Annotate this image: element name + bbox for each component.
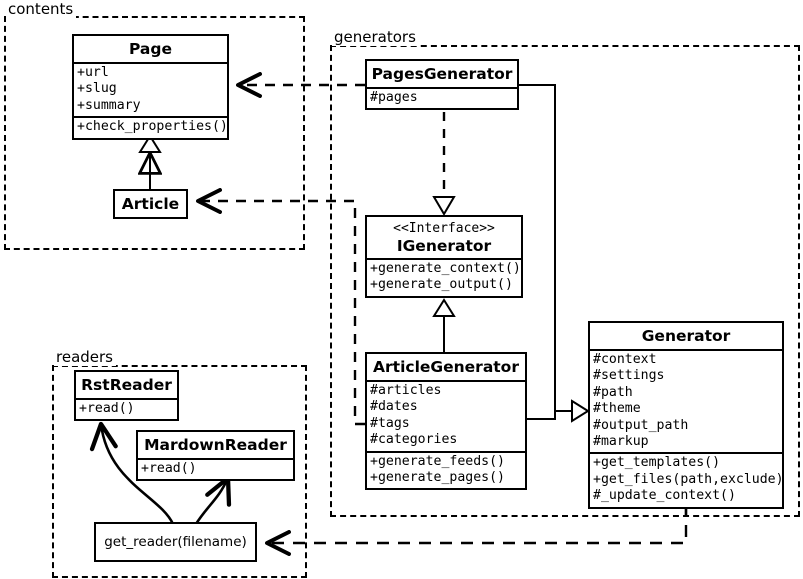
class-attribute: #articles [370, 383, 442, 398]
class-name-article-generator: ArticleGenerator [373, 358, 519, 376]
class-box-igenerator[interactable]: <<Interface>> IGenerator +generate_conte… [365, 215, 523, 298]
class-name-article: Article [121, 195, 180, 213]
package-contents-label: contents [6, 0, 77, 18]
class-attribute: +slug [77, 81, 117, 97]
class-attributes-article-generator: #articles #dates #tags #categories [367, 380, 525, 451]
class-attribute: +summary [77, 97, 141, 113]
class-method: +get_files(path,exclude) [593, 471, 784, 487]
class-attribute: #categories [370, 432, 458, 448]
package-generators-label: generators [332, 28, 419, 46]
class-methods-page: +check_properties() [74, 116, 227, 137]
class-box-article-generator[interactable]: ArticleGenerator #articles #dates #tags … [365, 352, 527, 491]
class-method: +get_templates() [593, 455, 721, 471]
function-box-get-reader[interactable]: get_reader(filename) [94, 522, 257, 562]
class-box-pages-generator[interactable]: PagesGenerator #pages [365, 59, 519, 111]
class-methods-generator: +get_templates() +get_files(path,exclude… [590, 452, 782, 506]
package-readers [52, 365, 307, 578]
class-box-article[interactable]: Article [113, 189, 188, 219]
class-attributes-page: +url +slug +summary [74, 62, 227, 116]
package-contents [4, 16, 305, 250]
class-box-page[interactable]: Page +url +slug +summary +check_properti… [72, 34, 229, 140]
class-method: +generate_feeds() [370, 453, 505, 469]
package-readers-label: readers [54, 348, 116, 366]
class-methods-mardown-reader: +read() [138, 458, 293, 479]
class-attributes-pages-generator: #pages [367, 87, 517, 108]
class-method: +generate_output() [370, 277, 513, 293]
class-methods-igenerator: +generate_context() +generate_output() [367, 258, 521, 296]
class-name-generator: Generator [641, 327, 731, 345]
class-stereotype-interface: <<Interface>> [393, 221, 495, 236]
class-method: +generate_pages() [370, 470, 505, 486]
class-name-text: IGenerator [396, 237, 492, 255]
class-method: +read() [79, 401, 135, 416]
class-attribute: #path [593, 384, 633, 400]
class-attribute: #pages [370, 90, 418, 105]
class-attribute: #tags [370, 415, 410, 431]
class-name-page: Page [128, 40, 172, 58]
class-name-pages-generator: PagesGenerator [371, 65, 513, 83]
class-methods-rst-reader: +read() [76, 398, 177, 419]
class-methods-article-generator: +generate_feeds() +generate_pages() [367, 450, 525, 489]
class-attribute: #markup [593, 434, 649, 450]
class-attribute: #context [593, 352, 657, 367]
class-box-mardown-reader[interactable]: MardownReader +read() [136, 430, 295, 482]
class-attribute: #dates [370, 399, 418, 415]
class-box-generator[interactable]: Generator #context #settings #path #them… [588, 321, 784, 509]
class-attributes-generator: #context #settings #path #theme #output_… [590, 349, 782, 452]
class-method: +check_properties() [77, 119, 228, 135]
class-method: +read() [141, 461, 197, 476]
class-attribute: +url [77, 65, 109, 80]
class-attribute: #output_path [593, 417, 689, 433]
function-label-get-reader: get_reader(filename) [104, 534, 247, 550]
class-attribute: #settings [593, 368, 665, 384]
class-name-igenerator: <<Interface>> IGenerator [367, 217, 521, 258]
class-attribute: #theme [593, 401, 641, 417]
class-method: #_update_context() [593, 488, 736, 504]
class-name-mardown-reader: MardownReader [144, 436, 287, 454]
class-name-rst-reader: RstReader [81, 376, 172, 394]
class-method: +generate_context() [370, 261, 521, 276]
class-box-rst-reader[interactable]: RstReader +read() [74, 370, 179, 422]
